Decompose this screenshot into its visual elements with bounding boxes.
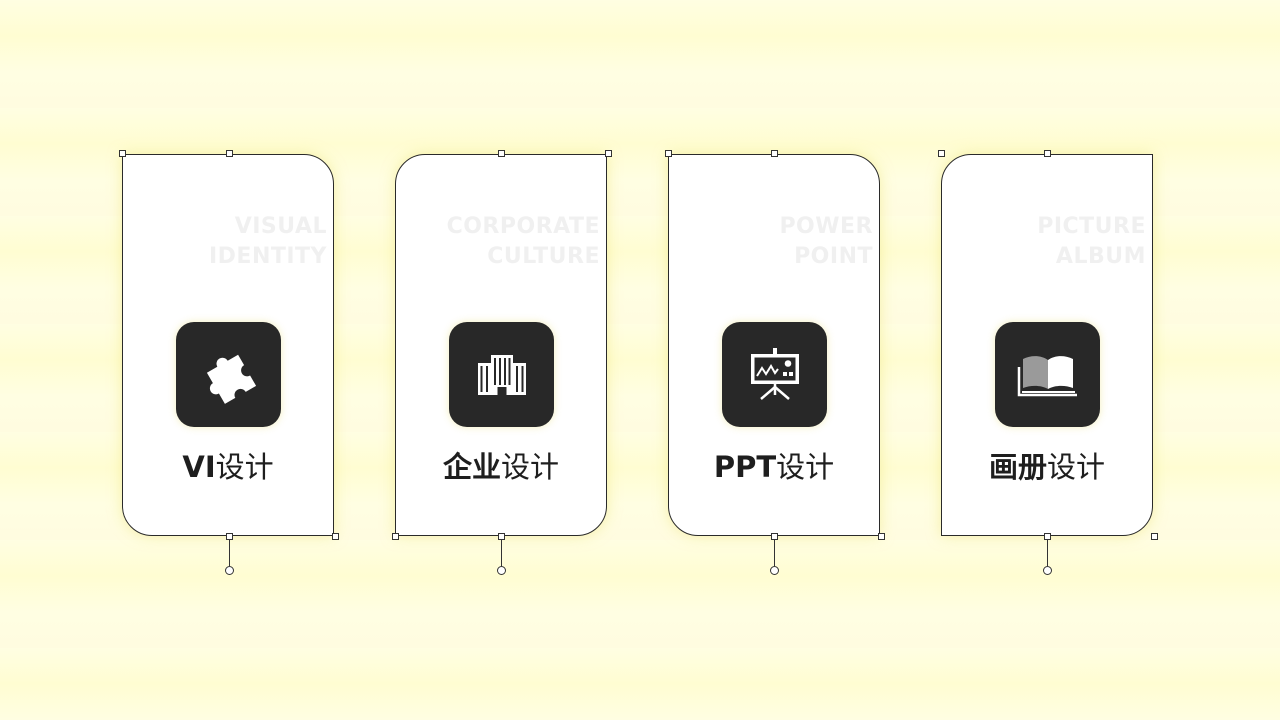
resize-handle[interactable]: [771, 533, 778, 540]
resize-handle[interactable]: [938, 150, 945, 157]
office-building-icon: [449, 322, 554, 427]
resize-handle[interactable]: [771, 150, 778, 157]
card-watermark: POWER POINT: [779, 214, 873, 269]
resize-handle[interactable]: [605, 150, 612, 157]
rotation-stem: [1047, 540, 1048, 566]
card-title: VI设计: [182, 450, 274, 484]
card-title: 企业设计: [442, 450, 560, 484]
card-title: 画册设计: [988, 450, 1106, 484]
resize-handle[interactable]: [498, 533, 505, 540]
card-watermark: PICTURE ALBUM: [1037, 214, 1146, 269]
resize-handle[interactable]: [665, 150, 672, 157]
card-watermark: VISUAL IDENTITY: [208, 214, 327, 269]
resize-handle[interactable]: [1044, 150, 1051, 157]
rotation-stem: [501, 540, 502, 566]
card-vi-design[interactable]: VISUAL IDENTITY VI设计: [122, 154, 334, 536]
card-watermark: CORPORATE CULTURE: [446, 214, 600, 269]
open-book-icon: [995, 322, 1100, 427]
card-corporate-design[interactable]: CORPORATE CULTURE 企业设计: [395, 154, 607, 536]
resize-handle[interactable]: [1044, 533, 1051, 540]
rotation-handle[interactable]: [770, 566, 779, 575]
rotation-handle[interactable]: [497, 566, 506, 575]
resize-handle[interactable]: [878, 533, 885, 540]
resize-handle[interactable]: [498, 150, 505, 157]
resize-handle[interactable]: [226, 150, 233, 157]
card-ppt-design[interactable]: POWER POINT PPT设计: [668, 154, 880, 536]
rotation-stem: [774, 540, 775, 566]
puzzle-piece-icon: [176, 322, 281, 427]
rotation-handle[interactable]: [1043, 566, 1052, 575]
resize-handle[interactable]: [392, 533, 399, 540]
resize-handle[interactable]: [1151, 533, 1158, 540]
card-title: PPT设计: [713, 450, 835, 484]
presentation-board-icon: [722, 322, 827, 427]
resize-handle[interactable]: [226, 533, 233, 540]
rotation-handle[interactable]: [225, 566, 234, 575]
resize-handle[interactable]: [119, 150, 126, 157]
card-album-design[interactable]: PICTURE ALBUM 画册设计: [941, 154, 1153, 536]
rotation-stem: [229, 540, 230, 566]
resize-handle[interactable]: [332, 533, 339, 540]
